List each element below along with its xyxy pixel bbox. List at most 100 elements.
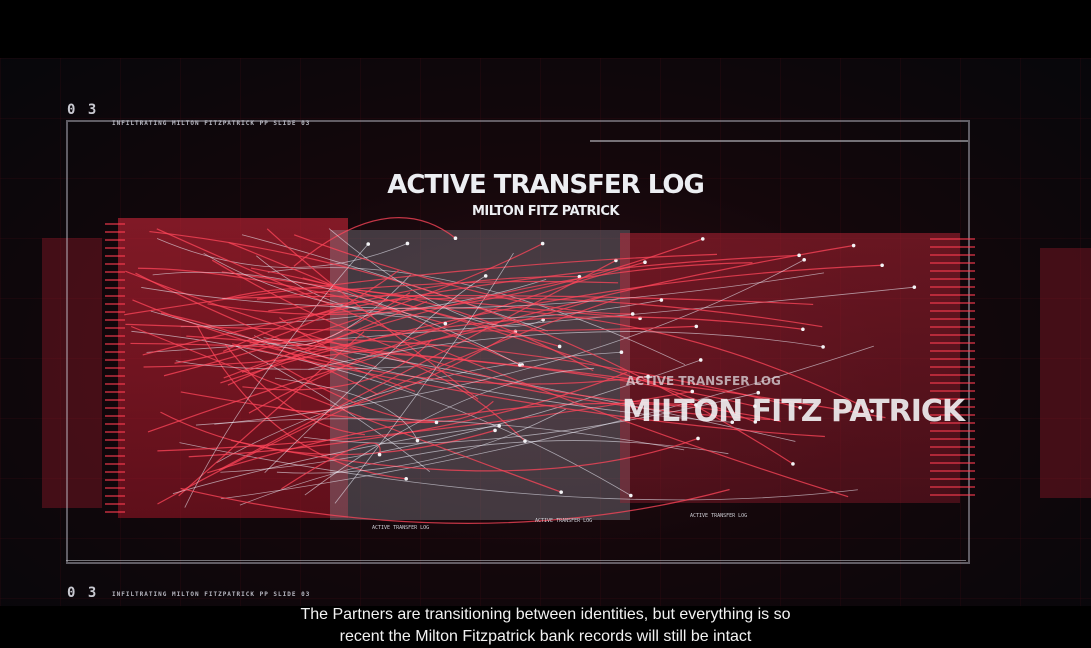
letterbox-top (0, 0, 1091, 58)
transfer-link (142, 254, 800, 356)
transfer-node (443, 321, 448, 326)
transfer-link (242, 339, 433, 391)
transfer-node (756, 390, 761, 395)
transfer-link (256, 280, 619, 300)
transfer-link (220, 264, 883, 384)
transfer-node (659, 298, 664, 302)
transfer-node (643, 260, 647, 265)
transfer-node (753, 404, 757, 408)
transfer-link (156, 228, 849, 498)
transfer-link (131, 330, 632, 496)
transfer-node (690, 389, 695, 394)
video-subtitle: The Partners are transitioning between i… (0, 604, 1091, 648)
transfer-node (377, 452, 382, 457)
transfer-node (694, 324, 699, 329)
transfer-link (157, 390, 693, 452)
transfer-link (207, 402, 781, 474)
transfer-node (791, 462, 795, 466)
transfer-link (230, 437, 699, 472)
transfer-node (630, 312, 635, 316)
transfer-node (801, 327, 805, 332)
transfer-link (211, 259, 696, 406)
transfer-link (222, 294, 814, 306)
transfer-node (434, 420, 439, 425)
transfer-node (557, 344, 562, 349)
transfer-link (232, 343, 825, 438)
transfer-link (195, 418, 685, 451)
transfer-link (268, 297, 823, 328)
transfer-link (124, 253, 718, 316)
transfer-link (250, 267, 756, 423)
overlay-label: ACTIVE TRANSFER LOG (626, 374, 781, 388)
transfer-link (160, 411, 496, 456)
transfer-link (304, 367, 595, 496)
transfer-node (700, 237, 705, 241)
transfer-link (276, 408, 566, 474)
footer-label-1: ACTIVE TRANSFER LOG (372, 525, 430, 531)
main-subtitle: MILTON FITZ PATRICK (472, 204, 619, 219)
transfer-node (821, 345, 825, 349)
top-right-frame-segment (590, 140, 968, 142)
transfer-link (160, 312, 378, 395)
transfer-link (135, 272, 416, 392)
slide-number-top: 0 3 (67, 102, 99, 118)
subtitle-line-1: The Partners are transitioning between i… (300, 606, 791, 623)
transfer-link (256, 255, 412, 318)
slide-caption-bottom: INFILTRATING MILTON FITZPATRICK PP SLIDE… (112, 591, 311, 598)
transfer-link (186, 335, 886, 419)
transfer-link (328, 228, 544, 327)
slide-number-bottom: 0 3 (67, 585, 99, 601)
right-stripes (930, 238, 975, 498)
transfer-link (293, 217, 456, 267)
transfer-link (223, 262, 753, 379)
transfer-node (483, 274, 488, 278)
transfer-link (203, 252, 662, 319)
footer-label-3: ACTIVE TRANSFER LOG (690, 513, 748, 519)
transfer-link (207, 238, 703, 315)
transfer-node (802, 257, 806, 262)
transfer-node (518, 363, 522, 367)
transfer-link (150, 310, 733, 423)
footer-label-2: ACTIVE TRANSFER LOG (535, 518, 593, 524)
transfer-node (493, 428, 497, 433)
transfer-link (334, 252, 514, 504)
transfer-link (274, 377, 418, 441)
transfer-node (696, 436, 700, 441)
transfer-link (228, 242, 523, 366)
subtitle-line-2: recent the Milton Fitzpatrick bank recor… (339, 628, 752, 645)
transfer-node (730, 420, 735, 425)
transfer-link (222, 276, 580, 352)
transfer-node (405, 241, 410, 246)
transfer-link (308, 331, 824, 370)
right-side-panel (1040, 248, 1091, 498)
transfer-link (125, 323, 697, 332)
transfer-node (870, 409, 874, 413)
transfer-link (277, 330, 516, 412)
main-title: ACTIVE TRANSFER LOG (387, 170, 705, 200)
transfer-link (216, 351, 622, 464)
transfer-link (141, 272, 825, 309)
transfer-link (281, 442, 381, 490)
transfer-node (912, 285, 917, 289)
left-stripes (105, 223, 125, 513)
transfer-link (241, 234, 548, 332)
transfer-link (146, 286, 915, 353)
transfer-node (619, 350, 624, 355)
transfer-node (559, 490, 563, 494)
transfer-node (540, 241, 545, 246)
transfer-node (851, 243, 856, 248)
transfer-link (188, 371, 628, 458)
transfer-link (241, 316, 803, 373)
transfer-node (753, 420, 758, 424)
transfer-network (124, 217, 917, 524)
transfer-link (180, 487, 730, 524)
transfer-link (172, 425, 500, 495)
transfer-link (137, 267, 446, 325)
transfer-link (179, 442, 858, 501)
transfer-node (797, 253, 801, 258)
transfer-link (178, 331, 365, 497)
transfer-node (629, 493, 633, 498)
transfer-link (220, 345, 874, 500)
transfer-link (157, 297, 619, 505)
video-frame: ACTIVE TRANSFER LOG MILTON FITZ PATRICK … (0, 58, 1091, 606)
